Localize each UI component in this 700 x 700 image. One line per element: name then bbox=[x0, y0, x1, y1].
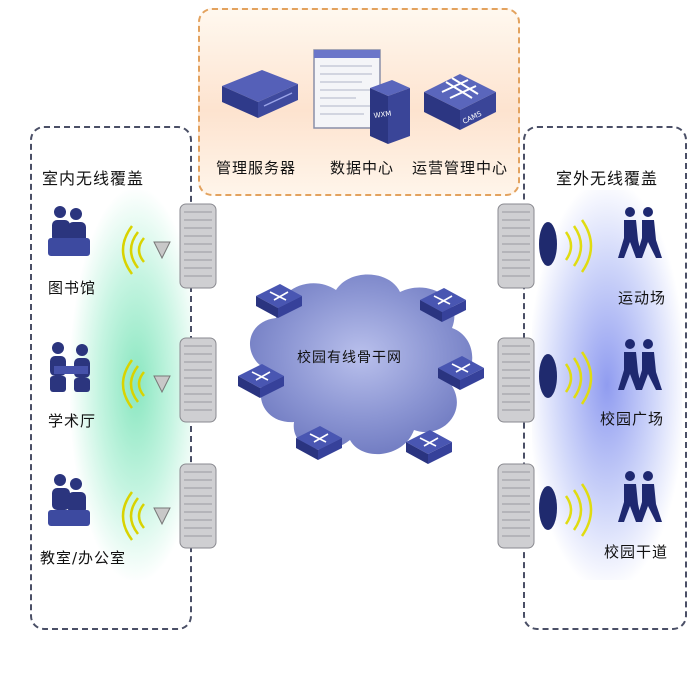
operations-center-label: 运营管理中心 bbox=[412, 159, 509, 177]
sports-field-people-icon bbox=[618, 207, 662, 258]
left-access-point-1 bbox=[179, 203, 217, 289]
outdoor-location-campus-road: 校园干道 bbox=[604, 543, 669, 561]
library-people-icon bbox=[48, 206, 90, 256]
backbone-label: 校园有线骨干网 bbox=[297, 350, 402, 366]
left-access-point-2 bbox=[179, 337, 217, 423]
data-center-label: 数据中心 bbox=[330, 159, 395, 177]
indoor-location-hall: 学术厅 bbox=[48, 412, 97, 430]
left-access-point-3 bbox=[179, 463, 217, 549]
right-access-point-1 bbox=[497, 203, 535, 289]
indoor-location-library: 图书馆 bbox=[48, 279, 97, 297]
switch-icon-mid-left bbox=[238, 364, 284, 398]
outdoor-wave-2 bbox=[539, 351, 593, 405]
operations-center-icon: CAMS bbox=[424, 74, 496, 130]
outdoor-location-campus-square: 校园广场 bbox=[600, 410, 665, 428]
classroom-people-icon bbox=[48, 474, 90, 526]
outdoor-location-sports-field: 运动场 bbox=[618, 289, 667, 307]
indoor-wave-3 bbox=[121, 491, 171, 541]
indoor-wave-1 bbox=[121, 225, 171, 275]
right-access-point-3 bbox=[497, 463, 535, 549]
switch-icon-mid-right bbox=[438, 356, 484, 390]
indoor-title: 室内无线覆盖 bbox=[42, 169, 145, 188]
outdoor-wave-1 bbox=[539, 219, 593, 273]
outdoor-title: 室外无线覆盖 bbox=[556, 169, 659, 188]
right-access-point-2 bbox=[497, 337, 535, 423]
campus-square-people-icon bbox=[618, 339, 662, 390]
data-center-icon: WXM bbox=[313, 49, 410, 144]
management-server-label: 管理服务器 bbox=[216, 159, 297, 177]
switch-icon-top-right bbox=[420, 288, 466, 322]
switch-icon-top-left bbox=[256, 284, 302, 318]
hall-people-icon bbox=[50, 342, 90, 392]
outdoor-wave-3 bbox=[539, 483, 593, 537]
switch-icon-bottom-left bbox=[296, 426, 342, 460]
indoor-location-classroom: 教室/办公室 bbox=[40, 549, 127, 567]
management-server-icon bbox=[222, 70, 298, 118]
campus-road-people-icon bbox=[618, 471, 662, 522]
indoor-wave-2 bbox=[121, 359, 171, 409]
backbone-cloud bbox=[249, 274, 473, 455]
switch-icon-bottom-right bbox=[406, 430, 452, 464]
wxm-mark: WXM bbox=[373, 110, 392, 120]
